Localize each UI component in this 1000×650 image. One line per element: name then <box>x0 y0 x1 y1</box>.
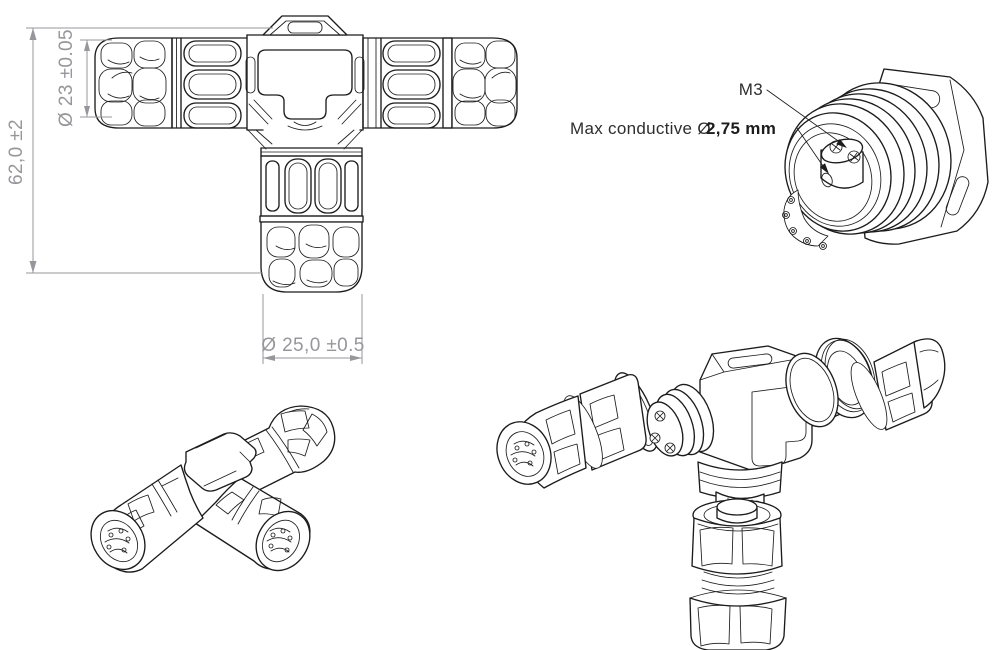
callout-max-conductive: Max conductive Ø 2,75 mm <box>570 119 829 174</box>
handle <box>262 15 348 36</box>
branch-diameter-value: Ø 25,0 ±0.5 <box>261 335 365 356</box>
gland-seal <box>510 440 537 467</box>
iso-branch-arm <box>194 477 311 572</box>
exploded-left-gland <box>496 372 659 489</box>
max-conductive-value: 2,75 mm <box>706 119 776 138</box>
vertical-branch <box>247 129 364 293</box>
horizontal-body <box>94 15 518 131</box>
exploded-view <box>496 337 946 650</box>
terminal-block <box>820 138 864 189</box>
t-body-terminals <box>649 410 676 454</box>
center-block <box>245 15 365 131</box>
insert-detail-view: M3 Max conductive Ø 2,75 mm <box>570 68 989 250</box>
leader-line <box>766 89 842 144</box>
callout-m3: M3 <box>739 80 847 148</box>
overall-height-value: 62,0 ±2 <box>6 119 27 185</box>
exploded-nut <box>689 571 787 650</box>
m3-label: M3 <box>739 80 763 99</box>
exploded-adapter <box>691 498 783 575</box>
exploded-right-gland <box>850 338 946 431</box>
right-rib-section <box>380 37 453 129</box>
left-seal <box>104 527 131 554</box>
dimension-body-diameter: Ø 23 ±0.05 <box>56 29 112 127</box>
leader-line <box>796 127 824 167</box>
orthographic-view: 62,0 ±2 Ø 23 ±0.05 Ø 25,0 ±0.5 <box>6 15 518 364</box>
branch-rib-section <box>260 155 363 217</box>
dimension-branch-diameter: Ø 25,0 ±0.5 <box>261 294 365 364</box>
left-cap-knurl <box>98 40 167 127</box>
dimension-overall-height: 62,0 ±2 <box>6 27 273 274</box>
right-cap-knurl <box>452 40 517 127</box>
branch-cap-knurl <box>266 224 360 288</box>
left-rib-section <box>180 37 248 129</box>
max-conductive-label: Max conductive Ø <box>570 119 711 138</box>
branch-cap <box>260 221 363 293</box>
iso-left-arm <box>90 464 204 573</box>
claw-tabs <box>782 189 829 250</box>
conductor-hole <box>821 172 833 188</box>
isometric-view <box>90 405 336 573</box>
iso-center-body <box>183 432 257 492</box>
branch-seal <box>266 527 293 553</box>
body-diameter-value: Ø 23 ±0.05 <box>56 29 77 127</box>
